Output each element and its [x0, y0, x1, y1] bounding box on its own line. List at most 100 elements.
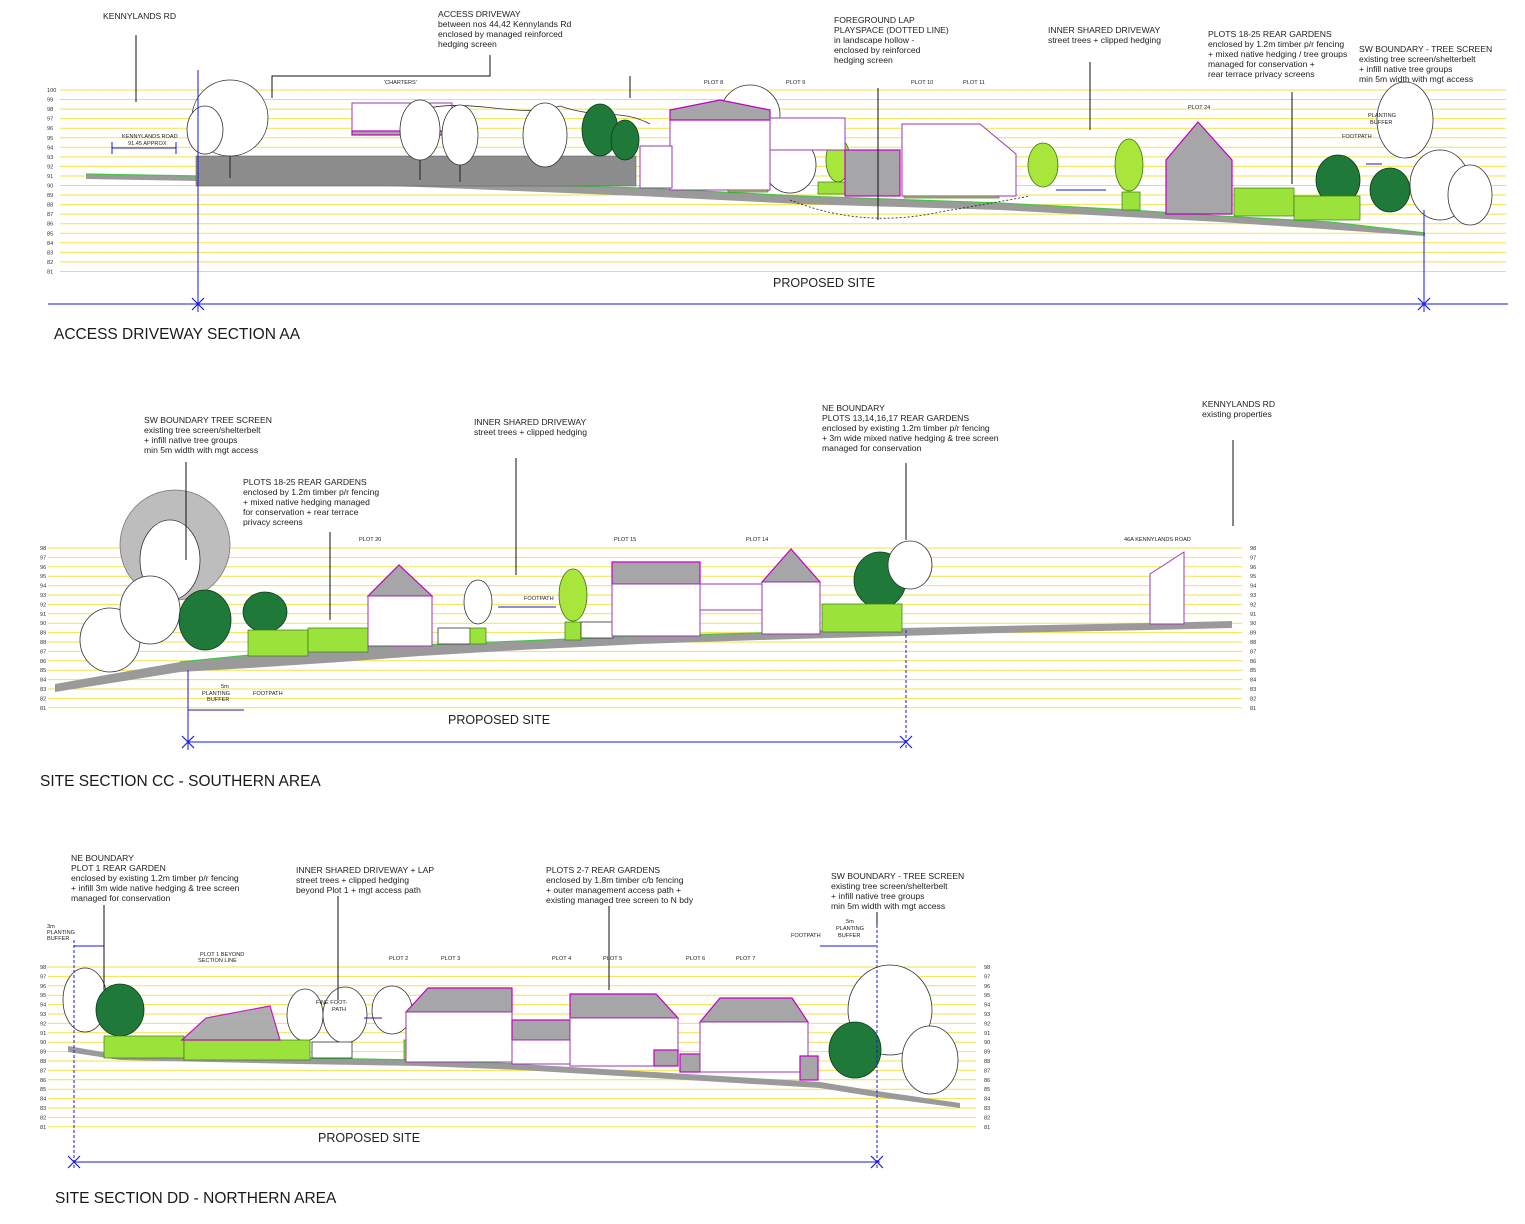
- level-label-right: 86: [1250, 659, 1256, 665]
- dd-buffer-left-label2: PLANTING: [47, 930, 75, 936]
- cc-note-inner-driveway: INNER SHARED DRIVEWAY street trees + cli…: [474, 417, 588, 437]
- level-label: 90: [40, 1040, 46, 1046]
- level-label-right: 90: [1250, 621, 1256, 627]
- level-label: 99: [47, 98, 53, 104]
- level-label-right: 88: [984, 1059, 990, 1065]
- dd-fine-footpath-label2: PATH: [332, 1007, 346, 1013]
- aa-leaders: [135, 35, 1293, 220]
- level-label: 93: [47, 155, 53, 161]
- level-label: 91: [47, 174, 53, 180]
- dd-buffer-left-label3: BUFFER: [47, 936, 69, 942]
- level-label-right: 89: [984, 1050, 990, 1056]
- level-label-right: 91: [984, 1031, 990, 1037]
- level-label: 95: [40, 574, 46, 580]
- aa-planting-buffer-label: PLANTING: [1368, 113, 1396, 119]
- level-label-right: 84: [984, 1097, 990, 1103]
- level-label-right: 83: [1250, 687, 1256, 693]
- cc-hedges: [247, 603, 903, 657]
- dd-hedges: [103, 1035, 425, 1061]
- dd-plot1-label2: SECTION LINE: [198, 958, 237, 964]
- level-label: 91: [40, 1031, 46, 1037]
- level-label: 96: [40, 984, 46, 990]
- level-label: 97: [40, 555, 46, 561]
- cc-note-ne-boundary: NE BOUNDARY PLOTS 13,14,16,17 REAR GARDE…: [822, 403, 1001, 453]
- level-label: 84: [40, 678, 46, 684]
- aa-plot-label: PLOT 9: [786, 80, 805, 86]
- dd-note-ne-boundary: NE BOUNDARY PLOT 1 REAR GARDEN enclosed …: [71, 853, 242, 903]
- aa-site-label: PROPOSED SITE: [773, 276, 875, 290]
- dd-buffer-left-label: 3m: [47, 924, 55, 930]
- aa-section-title: ACCESS DRIVEWAY SECTION AA: [54, 326, 301, 343]
- cc-ground-profile: [55, 621, 1232, 692]
- level-label-right: 95: [1250, 574, 1256, 580]
- aa-plot-label: PLOT 11: [963, 80, 985, 86]
- aa-boundary-fence: [195, 155, 671, 189]
- level-label: 81: [47, 269, 53, 275]
- level-label: 93: [40, 1012, 46, 1018]
- dd-site-label: PROPOSED SITE: [318, 1131, 420, 1145]
- aa-note-lap: FOREGROUND LAP PLAYSPACE (DOTTED LINE) i…: [834, 15, 951, 65]
- level-label: 98: [47, 107, 53, 113]
- dd-trees: [62, 964, 959, 1095]
- aa-note-inner-driveway: INNER SHARED DRIVEWAY street trees + cli…: [1048, 25, 1162, 45]
- dd-section-title: SITE SECTION DD - NORTHERN AREA: [55, 1190, 337, 1207]
- aa-plot-label: PLOT 24: [1188, 105, 1210, 111]
- level-label: 86: [40, 1078, 46, 1084]
- level-label: 85: [47, 231, 53, 237]
- section-aa: 1009998979695949392919089888786858483828…: [47, 9, 1508, 343]
- level-label-right: 97: [984, 974, 990, 980]
- dd-plot-label: PLOT 6: [686, 956, 705, 962]
- dd-plot-label: PLOT 3: [441, 956, 460, 962]
- level-label-right: 85: [984, 1087, 990, 1093]
- dd-buffer-right-label2: PLANTING: [836, 926, 864, 932]
- level-label: 92: [40, 1021, 46, 1027]
- level-label: 87: [40, 649, 46, 655]
- cc-site-label: PROPOSED SITE: [448, 713, 550, 727]
- level-label: 93: [40, 593, 46, 599]
- aa-charters-label: 'CHARTERS': [384, 80, 417, 86]
- level-label: 96: [40, 565, 46, 571]
- level-label: 83: [40, 1106, 46, 1112]
- level-label-right: 83: [984, 1106, 990, 1112]
- dd-leaders: [103, 896, 878, 1000]
- level-label-right: 82: [1250, 696, 1256, 702]
- aa-footpath-label: FOOTPATH: [1342, 134, 1372, 140]
- level-label-right: 87: [984, 1068, 990, 1074]
- level-label-right: 93: [984, 1012, 990, 1018]
- level-label-right: 94: [984, 1003, 990, 1009]
- level-label: 81: [40, 706, 46, 712]
- level-label: 91: [40, 612, 46, 618]
- level-label-right: 86: [984, 1078, 990, 1084]
- dd-plot-label: PLOT 4: [552, 956, 571, 962]
- level-label: 85: [40, 668, 46, 674]
- cc-footpath-label: FOOTPATH: [253, 691, 283, 697]
- level-label: 83: [47, 250, 53, 256]
- dd-plot-label: PLOT 7: [736, 956, 755, 962]
- level-label-right: 98: [1250, 546, 1256, 552]
- level-label: 95: [40, 993, 46, 999]
- cc-section-title: SITE SECTION CC - SOUTHERN AREA: [40, 773, 321, 790]
- cc-plot-label: PLOT 15: [614, 537, 636, 543]
- level-label: 89: [40, 1050, 46, 1056]
- aa-planting-buffer-label2: BUFFER: [1370, 120, 1392, 126]
- cc-buffer-label3: BUFFER: [207, 697, 229, 703]
- dd-note-plots-2-7: PLOTS 2-7 REAR GARDENS enclosed by 1.8m …: [546, 865, 694, 905]
- aa-note-plots-18-25: PLOTS 18-25 REAR GARDENS enclosed by 1.2…: [1208, 29, 1350, 79]
- cc-plot-label: 46A KENNYLANDS ROAD: [1124, 537, 1191, 543]
- cc-leaders: [185, 440, 1234, 620]
- level-label: 89: [40, 631, 46, 637]
- level-label: 87: [40, 1068, 46, 1074]
- aa-note-kennylands: KENNYLANDS RD: [103, 11, 176, 21]
- level-label-right: 92: [984, 1021, 990, 1027]
- level-label: 86: [47, 222, 53, 228]
- dd-note-sw-boundary: SW BOUNDARY - TREE SCREEN existing tree …: [831, 871, 967, 911]
- level-label: 88: [47, 203, 53, 209]
- dd-buffer-right-label3: BUFFER: [838, 933, 860, 939]
- level-label: 89: [47, 193, 53, 199]
- dd-note-inner-driveway: INNER SHARED DRIVEWAY + LAP street trees…: [296, 865, 436, 895]
- aa-site-ticks: [191, 297, 1431, 311]
- level-label: 85: [40, 1087, 46, 1093]
- level-label-right: 95: [984, 993, 990, 999]
